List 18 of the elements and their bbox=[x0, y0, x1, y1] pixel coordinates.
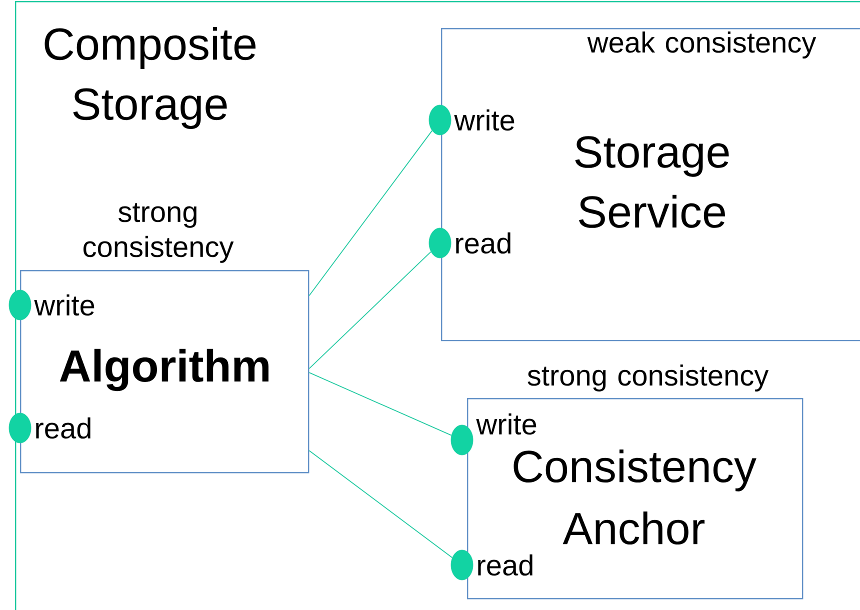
consistency-label: strong consistency bbox=[528, 364, 769, 392]
port-dot bbox=[428, 104, 452, 136]
port-dot bbox=[8, 290, 32, 320]
port-label: write bbox=[34, 294, 94, 316]
port-label: write bbox=[476, 413, 536, 435]
connector-line bbox=[308, 450, 453, 558]
port-label: read bbox=[36, 417, 90, 439]
port-dot bbox=[428, 228, 452, 258]
connector-line bbox=[308, 372, 452, 436]
port-label: read bbox=[478, 554, 532, 576]
port-dot bbox=[450, 550, 474, 580]
port-dot bbox=[8, 412, 32, 444]
port-dot bbox=[450, 424, 474, 456]
connector-line bbox=[308, 251, 432, 370]
connector-line bbox=[308, 130, 432, 296]
port-label: write bbox=[454, 109, 514, 131]
consistency-label: strong consistency bbox=[84, 203, 234, 263]
port-label: read bbox=[456, 232, 510, 254]
